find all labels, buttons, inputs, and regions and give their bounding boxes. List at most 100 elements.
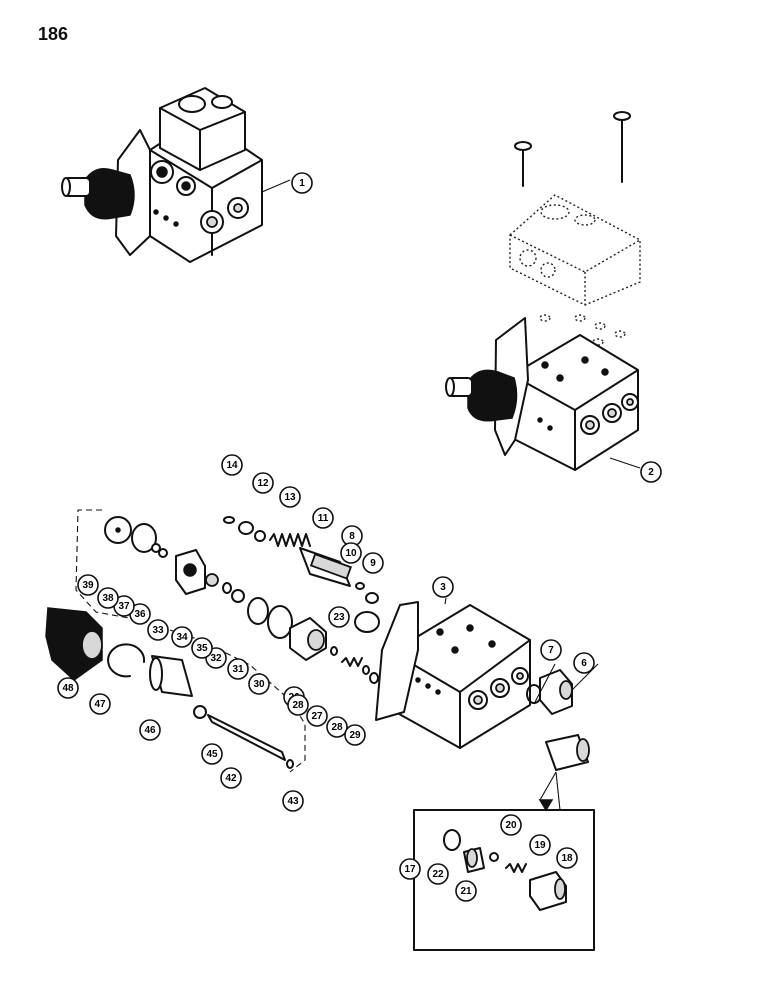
callout-35: 35 <box>191 637 213 659</box>
callout-29: 29 <box>344 724 366 746</box>
callout-23: 23 <box>328 606 350 628</box>
callout-6: 6 <box>573 652 595 674</box>
callout-circle <box>171 626 193 648</box>
callout-9: 9 <box>362 552 384 574</box>
callout-number: 13 <box>284 492 296 503</box>
callout-circle <box>573 652 595 674</box>
callout-circle <box>191 637 213 659</box>
callout-number: 45 <box>206 749 218 760</box>
callout-number: 39 <box>82 580 94 591</box>
callout-number: 23 <box>333 612 345 623</box>
callout-number: 20 <box>505 820 517 831</box>
callout-number: 43 <box>287 796 299 807</box>
callout-2: 2 <box>640 461 662 483</box>
callout-1: 1 <box>291 172 313 194</box>
callout-circle <box>312 507 334 529</box>
callout-circle <box>427 863 449 885</box>
callout-21: 21 <box>455 880 477 902</box>
callout-circle <box>432 576 454 598</box>
callout-circle <box>556 847 578 869</box>
callout-39: 39 <box>77 574 99 596</box>
callout-43: 43 <box>282 790 304 812</box>
callout-number: 6 <box>581 658 587 669</box>
callout-number: 46 <box>144 725 156 736</box>
callout-circle <box>529 834 551 856</box>
callout-number: 48 <box>62 683 74 694</box>
callout-circle <box>455 880 477 902</box>
callout-number: 42 <box>225 773 237 784</box>
callout-14: 14 <box>221 454 243 476</box>
callout-number: 35 <box>196 643 208 654</box>
callout-circle <box>340 542 362 564</box>
callout-number: 22 <box>432 869 444 880</box>
valve-housing <box>375 601 531 749</box>
callout-circle <box>139 719 161 741</box>
inset-box <box>413 809 595 951</box>
callout-number: 36 <box>134 609 146 620</box>
callout-number: 3 <box>440 582 446 593</box>
callout-circle <box>252 472 274 494</box>
callout-33: 33 <box>147 619 169 641</box>
callout-circle <box>279 486 301 508</box>
callout-number: 30 <box>253 679 265 690</box>
callout-circle <box>362 552 384 574</box>
callout-number: 1 <box>299 178 305 189</box>
callout-circle <box>328 606 350 628</box>
callout-labels: 1236789101112131417181920212223262728282… <box>57 172 662 902</box>
callout-number: 27 <box>311 711 323 722</box>
callout-12: 12 <box>252 472 274 494</box>
callout-17: 17 <box>399 858 421 880</box>
callout-circle <box>227 658 249 680</box>
callout-number: 17 <box>404 864 416 875</box>
leader-lines <box>261 179 641 812</box>
callout-number: 21 <box>460 886 472 897</box>
callout-38: 38 <box>97 587 119 609</box>
callout-number: 18 <box>561 853 573 864</box>
callout-number: 10 <box>345 548 357 559</box>
callout-number: 37 <box>118 601 130 612</box>
callout-20: 20 <box>500 814 522 836</box>
callout-circle <box>248 673 270 695</box>
callout-3: 3 <box>432 576 454 598</box>
callout-30: 30 <box>248 673 270 695</box>
callout-circle <box>500 814 522 836</box>
callout-number: 28 <box>292 700 304 711</box>
callout-34: 34 <box>171 626 193 648</box>
callout-number: 8 <box>349 531 355 542</box>
callout-circle <box>77 574 99 596</box>
callout-46: 46 <box>139 719 161 741</box>
callout-47: 47 <box>89 693 111 715</box>
callout-circle <box>282 790 304 812</box>
callout-number: 33 <box>152 625 164 636</box>
callout-7: 7 <box>540 639 562 661</box>
callout-number: 29 <box>349 730 361 741</box>
valve-assembly-2 <box>445 111 641 471</box>
callout-number: 2 <box>648 467 654 478</box>
callout-circle <box>540 639 562 661</box>
callout-number: 19 <box>534 840 546 851</box>
callout-number: 14 <box>226 460 238 471</box>
callout-31: 31 <box>227 658 249 680</box>
callout-number: 47 <box>94 699 106 710</box>
callout-number: 11 <box>318 513 329 524</box>
callout-circle <box>201 743 223 765</box>
callout-48: 48 <box>57 677 79 699</box>
callout-circle <box>399 858 421 880</box>
exploded-parts <box>45 516 590 771</box>
callout-circle <box>89 693 111 715</box>
page-number: 186 <box>38 24 69 44</box>
callout-number: 31 <box>232 664 244 675</box>
callout-42: 42 <box>220 767 242 789</box>
callout-circle <box>220 767 242 789</box>
valve-assembly-1 <box>61 87 263 263</box>
callout-circle <box>344 724 366 746</box>
callout-13: 13 <box>279 486 301 508</box>
callout-27: 27 <box>306 705 328 727</box>
callout-number: 28 <box>331 722 343 733</box>
callout-circle <box>640 461 662 483</box>
callout-circle <box>287 694 309 716</box>
callout-45: 45 <box>201 743 223 765</box>
callout-18: 18 <box>556 847 578 869</box>
callout-number: 9 <box>370 558 376 569</box>
